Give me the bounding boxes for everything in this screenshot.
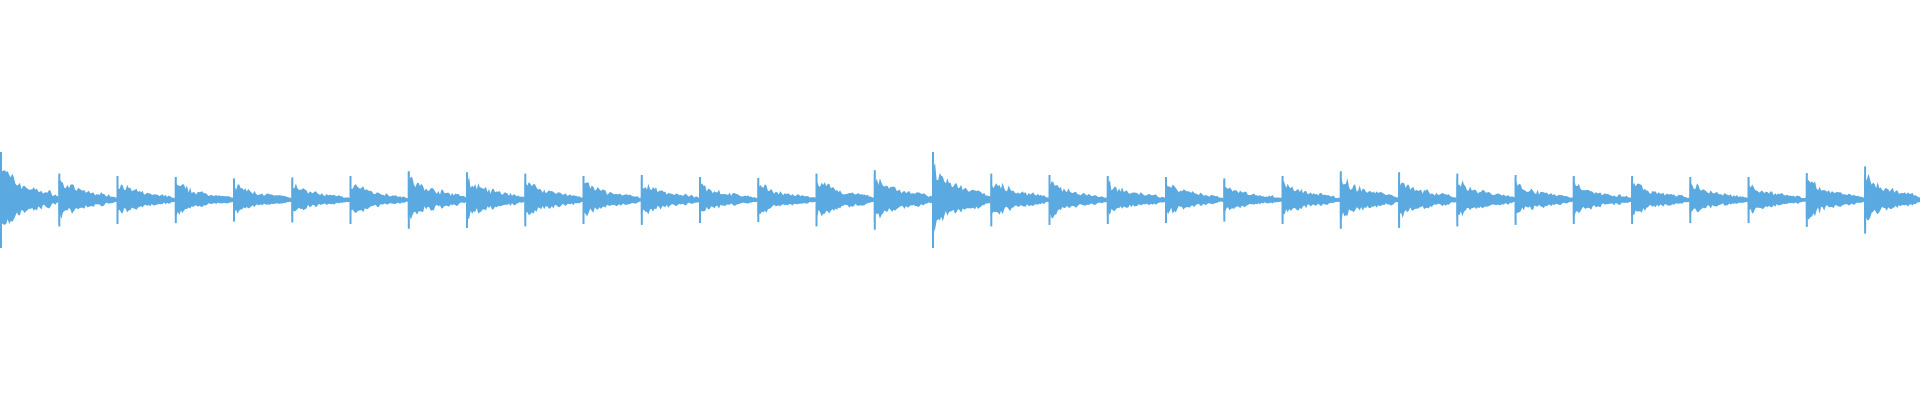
waveform-onset xyxy=(1572,176,1575,224)
waveform-onset xyxy=(116,176,119,224)
waveform-onset xyxy=(1106,176,1109,224)
waveform-segment xyxy=(349,182,408,216)
waveform-segment xyxy=(1747,177,1806,216)
waveform-onset xyxy=(1456,173,1459,227)
waveform-onset xyxy=(582,176,585,224)
waveform-segment xyxy=(1514,179,1573,222)
waveform-onset xyxy=(1864,166,1867,234)
waveform-onset xyxy=(407,171,410,229)
waveform-segment xyxy=(407,171,466,220)
waveform-onset xyxy=(1514,175,1517,225)
waveform-onset xyxy=(640,175,643,225)
waveform-segments xyxy=(0,152,1920,248)
waveform-onset xyxy=(0,152,2,248)
waveform-onset xyxy=(1747,177,1750,224)
waveform-onset xyxy=(990,173,993,227)
waveform-onset xyxy=(1281,176,1284,224)
waveform-onset xyxy=(1631,176,1634,224)
waveform-segment xyxy=(524,179,583,219)
waveform-segment xyxy=(582,180,641,217)
waveform-onset xyxy=(873,170,876,230)
waveform-segment xyxy=(990,178,1049,217)
waveform-segment xyxy=(58,178,117,222)
waveform-onset xyxy=(1165,177,1167,224)
waveform-segment xyxy=(1165,179,1224,219)
waveform-segment xyxy=(757,182,816,217)
waveform-onset xyxy=(815,173,818,227)
waveform-onset xyxy=(932,152,934,248)
waveform-onset xyxy=(58,173,61,227)
waveform-segment xyxy=(1689,182,1748,215)
waveform-onset xyxy=(466,172,468,228)
waveform-onset xyxy=(174,177,177,224)
waveform-segment xyxy=(466,174,525,220)
waveform-segment xyxy=(1805,177,1865,220)
waveform-onset xyxy=(349,176,352,224)
waveform-segment xyxy=(116,176,175,218)
waveform-onset xyxy=(699,177,701,224)
waveform-segment xyxy=(233,181,292,218)
waveform-segment xyxy=(1223,180,1282,214)
waveform-onset xyxy=(1223,178,1226,222)
waveform-segment xyxy=(174,178,233,217)
waveform-segment xyxy=(1631,181,1690,217)
waveform-segment xyxy=(640,178,699,216)
waveform-segment xyxy=(1572,177,1632,218)
waveform-segment xyxy=(1281,178,1340,220)
waveform-onset xyxy=(757,177,760,223)
waveform-segment xyxy=(873,173,932,223)
waveform-segment xyxy=(932,158,991,238)
waveform-segment xyxy=(0,153,59,233)
waveform-segment xyxy=(1398,177,1457,223)
waveform-onset xyxy=(291,177,294,223)
waveform-segment xyxy=(1106,178,1165,217)
waveform-segment xyxy=(291,179,350,217)
waveform-onset xyxy=(1689,177,1692,224)
waveform-onset xyxy=(233,178,235,222)
waveform-segment xyxy=(1456,178,1515,218)
waveform-segment xyxy=(1048,176,1107,219)
waveform-segment xyxy=(815,178,874,219)
waveform-onset xyxy=(1805,173,1808,227)
waveform-onset xyxy=(1339,171,1342,229)
waveform-segment xyxy=(699,182,758,215)
waveform-onset xyxy=(524,173,527,227)
waveform-segment xyxy=(1339,174,1399,222)
waveform-onset xyxy=(1048,175,1051,225)
waveform-segment xyxy=(1864,173,1920,228)
waveform-onset xyxy=(1398,172,1401,228)
